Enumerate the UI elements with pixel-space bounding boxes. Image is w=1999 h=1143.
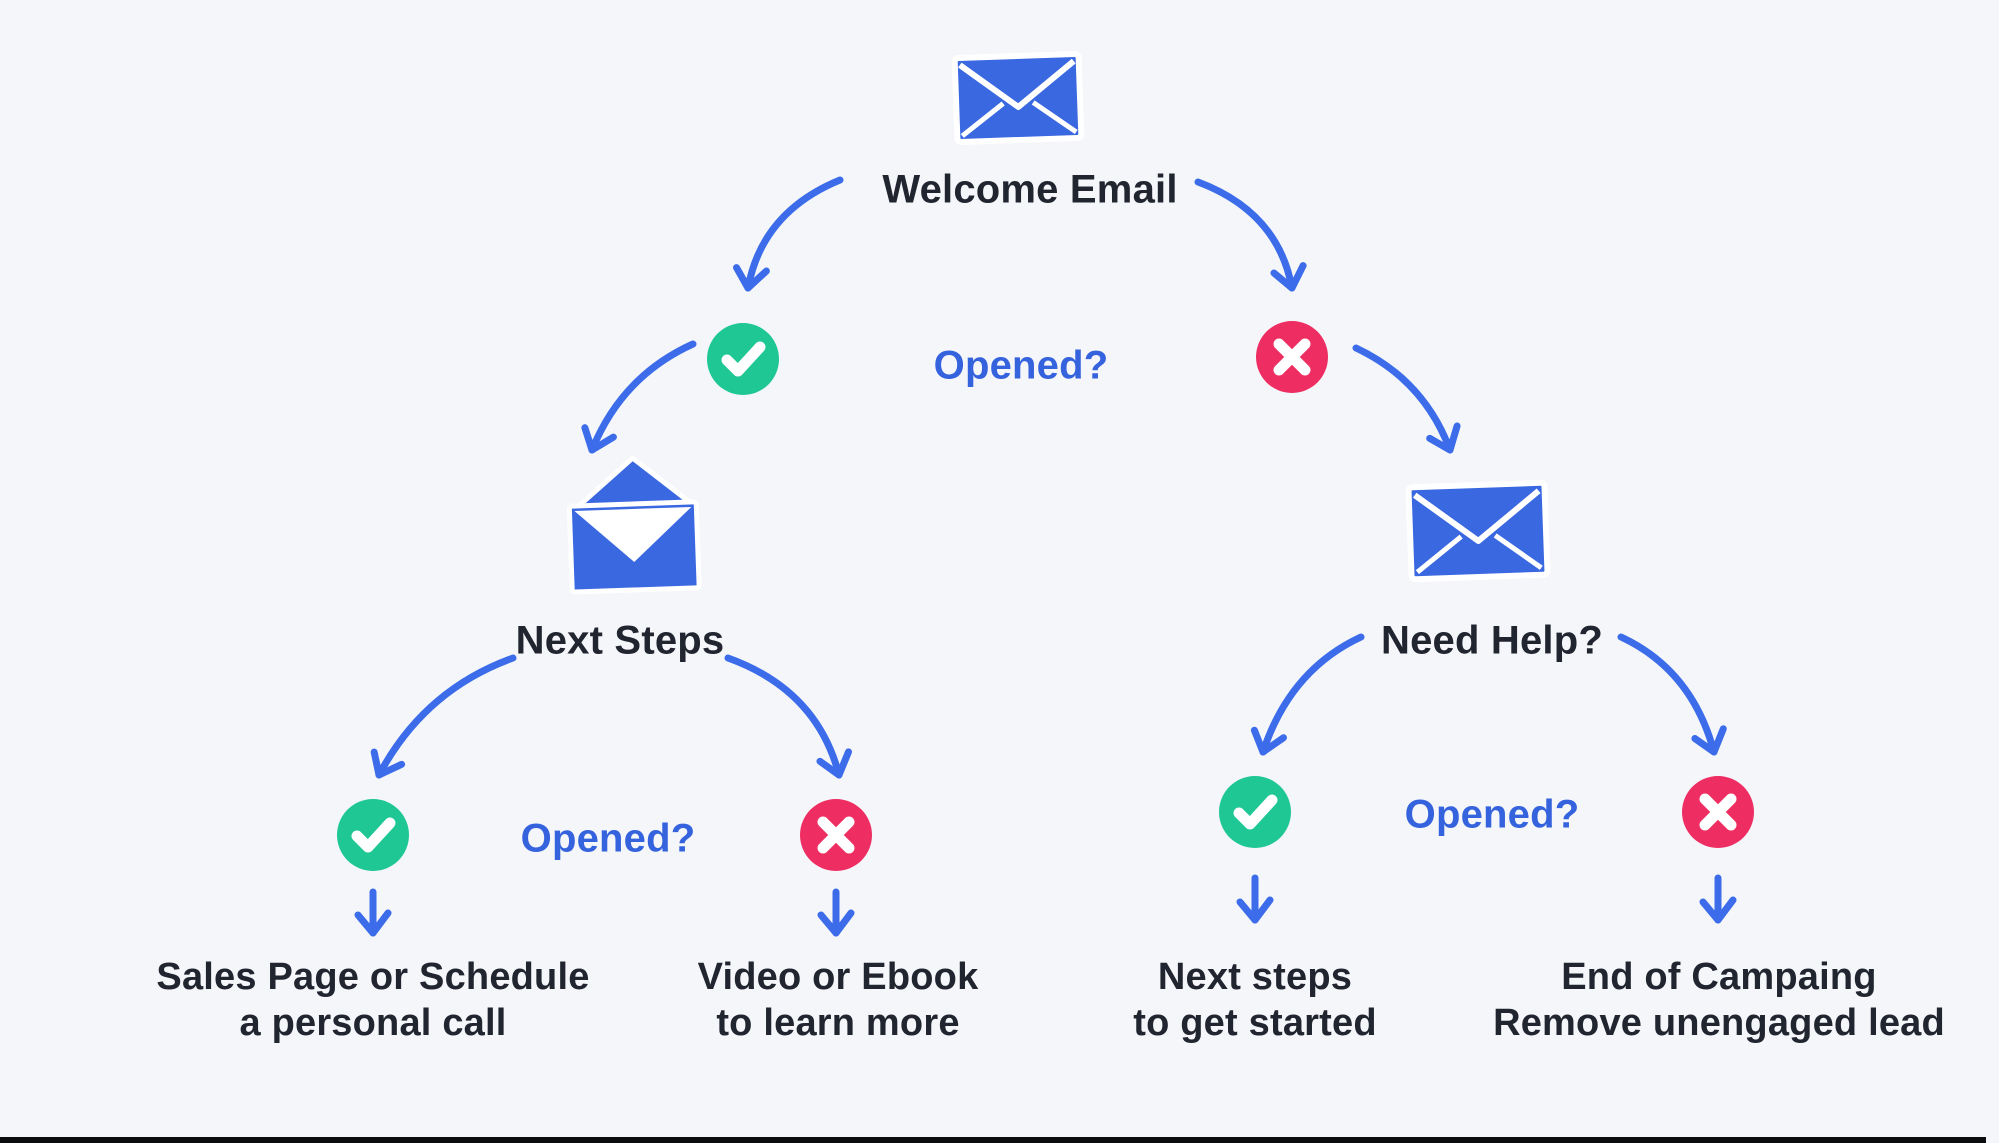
arrow-welcome-to-opened-no [1194,178,1307,292]
outcome-line: End of Campaing [1561,956,1877,998]
bottom-edge-bar [0,1137,1986,1143]
arrow-next-steps-to-opened-no [724,654,852,779]
outcome-line: Remove unengaged lead [1493,1002,1945,1044]
outcome-video-ebook-label: Video or Ebook to learn more [698,954,979,1046]
closed-envelope-icon [951,50,1085,146]
open-envelope-icon [566,455,702,595]
check-icon [1219,776,1291,848]
cross-icon [1256,321,1328,393]
arrow-yes-to-next-steps-email [581,340,697,454]
arrow-welcome-to-opened-yes [733,176,844,292]
outcome-next-steps-label: Next steps to get started [1133,954,1377,1046]
arrow-next-steps-to-opened-yes [370,654,517,779]
cross-icon [800,799,872,871]
outcome-line: Next steps [1157,956,1353,998]
next-steps-label: Next Steps [515,618,725,663]
closed-envelope-icon [1405,479,1551,583]
outcome-sales-call-label: Sales Page or Schedule a personal call [156,954,589,1046]
outcome-line: to get started [1133,1002,1377,1044]
opened-question-label: Opened? [520,816,696,861]
outcome-line: to learn more [716,1002,960,1044]
arrow-need-help-to-opened-yes [1250,633,1365,756]
need-help-label: Need Help? [1380,618,1604,663]
welcome-email-label: Welcome Email [882,167,1178,212]
check-icon [707,323,779,395]
check-icon [337,799,409,871]
arrow-need-help-to-opened-no [1617,633,1727,756]
arrow-no-to-need-help-email [1352,344,1461,454]
outcome-end-campaign-label: End of Campaing Remove unengaged lead [1493,954,1945,1046]
outcome-line: Video or Ebook [697,956,979,998]
outcome-line: a personal call [239,1002,507,1044]
opened-question-label: Opened? [1404,792,1580,837]
outcome-line: Sales Page or Schedule [156,956,590,998]
cross-icon [1682,776,1754,848]
opened-question-label: Opened? [933,343,1109,388]
